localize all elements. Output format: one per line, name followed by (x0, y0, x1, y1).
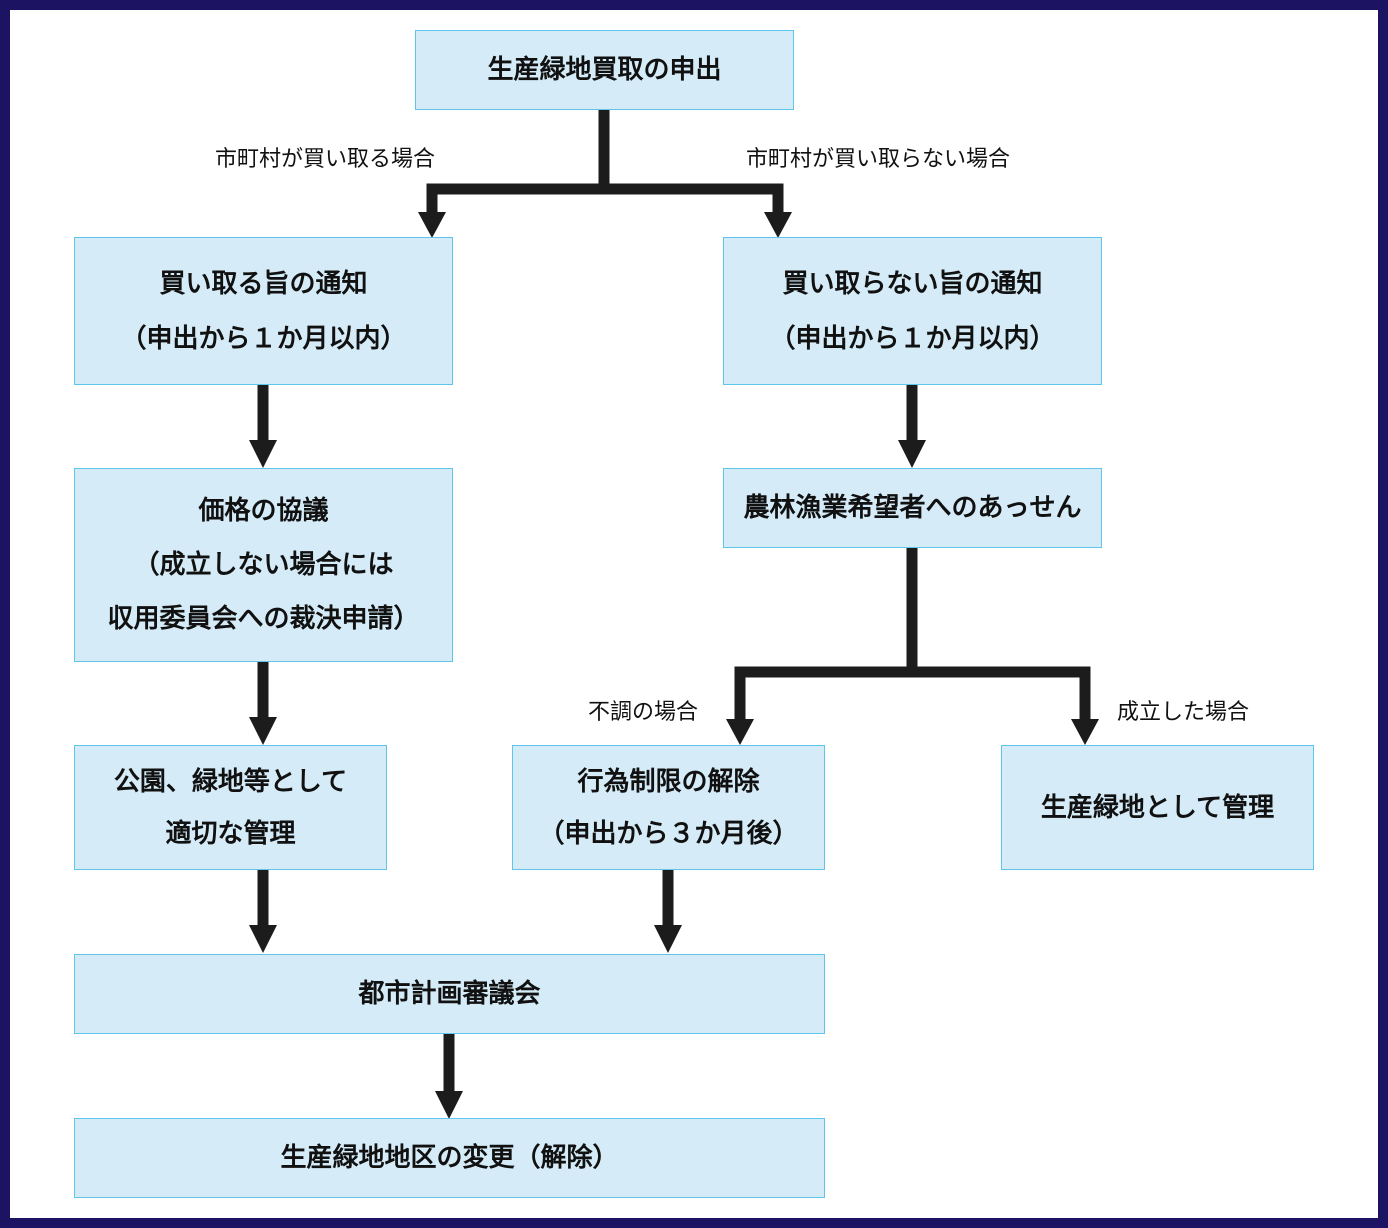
edge-label-not-buy: 市町村が買い取らない場合 (746, 147, 1011, 172)
node-price-negotiation-line-3: 収用委員会への裁決申請） (107, 604, 420, 634)
node-restriction-release-line-1: 行為制限の解除 (577, 766, 760, 797)
connector-mediation-split (734, 666, 1091, 722)
node-park-management-line-1: 公園、緑地等として (113, 766, 348, 797)
node-notice-buy-line-1: 買い取る旨の通知 (159, 268, 368, 299)
node-notice-not-buy: 買い取らない旨の通知 （申出から１か月以内） (723, 237, 1102, 385)
edge-label-succeeded: 成立した場合 (1117, 700, 1250, 725)
node-request: 生産緑地買取の申出 (415, 30, 794, 110)
arrowhead-release (726, 719, 754, 745)
node-price-negotiation-line-1: 価格の協議 (198, 496, 329, 526)
node-park-management-line-2: 適切な管理 (165, 818, 296, 849)
node-price-negotiation-line-2: （成立しない場合には (133, 550, 394, 580)
node-keep-management: 生産緑地として管理 (1001, 745, 1314, 870)
arrowhead-change (435, 1091, 463, 1119)
node-price-negotiation: 価格の協議 （成立しない場合には 収用委員会への裁決申請） (74, 468, 453, 662)
node-council-text: 都市計画審議会 (358, 979, 541, 1009)
node-mediation: 農林漁業希望者へのあっせん (723, 468, 1102, 548)
node-notice-buy-line-2: （申出から１か月以内） (120, 323, 407, 354)
arrowhead-notice-buy (418, 212, 446, 238)
arrowhead-notice-not-buy (764, 212, 792, 238)
node-notice-not-buy-line-1: 買い取らない旨の通知 (782, 268, 1043, 299)
node-notice-not-buy-line-2: （申出から１か月以内） (769, 323, 1056, 354)
node-notice-buy: 買い取る旨の通知 （申出から１か月以内） (74, 237, 453, 385)
edge-label-failed: 不調の場合 (588, 700, 699, 725)
node-district-change: 生産緑地地区の変更（解除） (74, 1118, 825, 1198)
connector-request-split (426, 183, 784, 215)
arrowhead-mediation (898, 440, 926, 468)
edge-label-buy: 市町村が買い取る場合 (215, 147, 436, 172)
node-restriction-release: 行為制限の解除 （申出から３か月後） (512, 745, 825, 870)
node-mediation-text: 農林漁業希望者へのあっせん (743, 493, 1082, 523)
node-district-change-text: 生産緑地地区の変更（解除） (280, 1143, 619, 1173)
node-council: 都市計画審議会 (74, 954, 825, 1034)
node-request-text: 生産緑地買取の申出 (487, 55, 722, 85)
arrowhead-council-left (249, 925, 277, 953)
node-keep-management-text: 生産緑地として管理 (1040, 792, 1275, 823)
arrowhead-park (249, 717, 277, 745)
node-restriction-release-line-2: （申出から３か月後） (538, 818, 799, 849)
arrowhead-keep (1071, 719, 1099, 745)
node-park-management: 公園、緑地等として 適切な管理 (74, 745, 387, 870)
arrowhead-council-right (654, 925, 682, 953)
arrowhead-price (249, 440, 277, 468)
